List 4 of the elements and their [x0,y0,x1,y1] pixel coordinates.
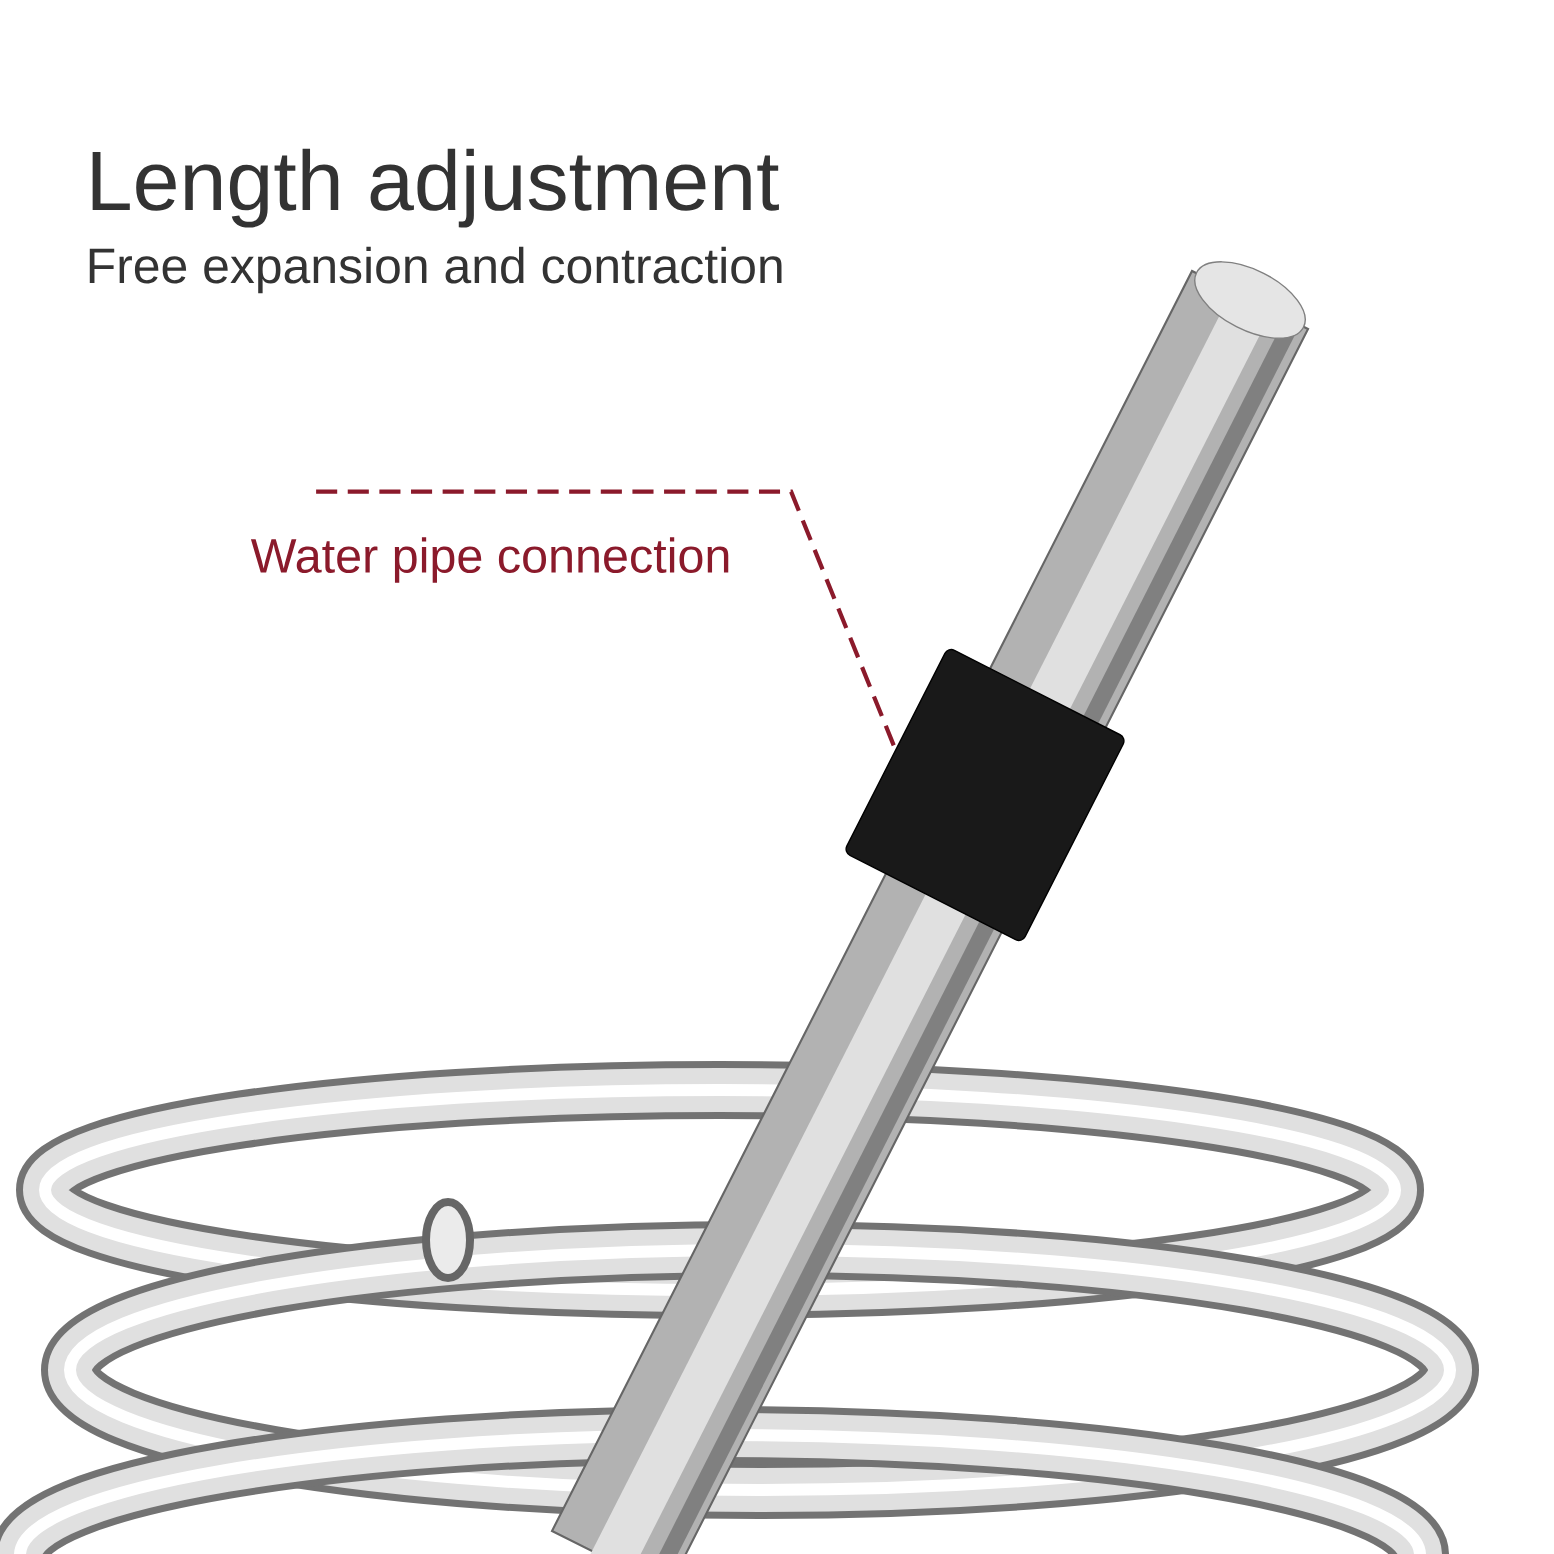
subtitle: Free expansion and contraction [89,246,782,294]
callout-label: Water pipe connection [250,537,729,583]
title: Length adjustment [92,148,779,228]
connector-sleeve [845,648,1125,942]
